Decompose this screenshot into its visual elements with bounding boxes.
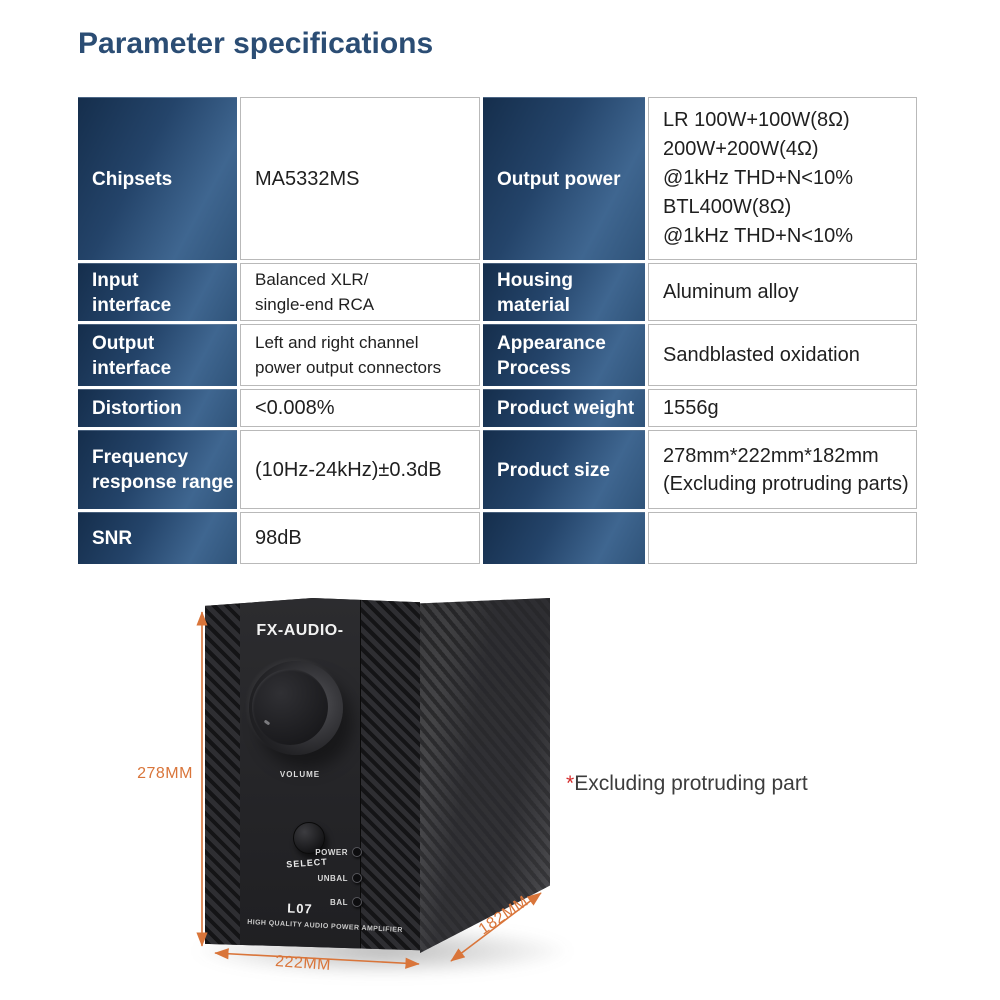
led-power-label: POWER xyxy=(315,847,348,857)
spec-label-housing-material: Housing material xyxy=(483,263,645,321)
brand-logo: FX-AUDIO- xyxy=(256,622,344,639)
amplifier-front-panel: FX-AUDIO- VOLUME SELECT POWER UNBAL xyxy=(205,598,420,951)
front-right-ridges xyxy=(360,598,420,951)
led-unbal-label: UNBAL xyxy=(317,873,348,883)
amplifier-image: FX-AUDIO- VOLUME SELECT POWER UNBAL xyxy=(205,593,550,973)
spec-label-distortion: Distortion xyxy=(78,389,237,427)
spec-value-snr: 98dB xyxy=(240,512,480,564)
spec-label-chipsets: Chipsets xyxy=(78,97,237,260)
led-unbal-dot xyxy=(352,873,362,883)
led-power: POWER xyxy=(310,847,362,857)
spec-label-product-weight: Product weight xyxy=(483,389,645,427)
exclusion-note: *Excluding protruding part xyxy=(566,772,808,796)
spec-table: Chipsets MA5332MS Output power LR 100W+1… xyxy=(78,97,917,564)
spec-value-distortion: <0.008% xyxy=(240,389,480,427)
led-bal-dot xyxy=(352,897,362,907)
led-unbal: UNBAL xyxy=(310,873,362,883)
dimension-height-label: 278MM xyxy=(137,765,193,782)
select-button xyxy=(293,822,325,854)
note-asterisk: * xyxy=(566,772,575,795)
spec-label-input-interface: Input interface xyxy=(78,263,237,321)
volume-knob-face xyxy=(252,669,328,745)
led-power-dot xyxy=(352,847,362,857)
volume-knob xyxy=(249,661,343,755)
note-text: Excluding protruding part xyxy=(574,772,808,795)
volume-label: VOLUME xyxy=(279,770,321,779)
product-figure: FX-AUDIO- VOLUME SELECT POWER UNBAL xyxy=(0,580,1000,1000)
spec-value-product-size: 278mm*222mm*182mm (Excluding protruding … xyxy=(648,430,917,509)
spec-label-empty xyxy=(483,512,645,564)
spec-label-snr: SNR xyxy=(78,512,237,564)
spec-value-output-power: LR 100W+100W(8Ω) 200W+200W(4Ω) @1kHz THD… xyxy=(648,97,917,260)
front-center-panel xyxy=(240,598,360,951)
spec-value-product-weight: 1556g xyxy=(648,389,917,427)
led-bal-label: BAL xyxy=(330,897,348,907)
spec-label-frequency-response: Frequency response range xyxy=(78,430,237,509)
led-bal: BAL xyxy=(310,897,362,907)
front-left-ridges xyxy=(205,598,240,951)
knob-indicator xyxy=(263,719,271,726)
spec-value-output-interface: Left and right channel power output conn… xyxy=(240,324,480,386)
spec-value-frequency-response: (10Hz-24kHz)±0.3dB xyxy=(240,430,480,509)
spec-label-output-interface: Output interface xyxy=(78,324,237,386)
spec-label-appearance-process: Appearance Process xyxy=(483,324,645,386)
spec-value-empty xyxy=(648,512,917,564)
spec-value-housing-material: Aluminum alloy xyxy=(648,263,917,321)
spec-value-chipsets: MA5332MS xyxy=(240,97,480,260)
spec-value-input-interface: Balanced XLR/ single-end RCA xyxy=(240,263,480,321)
spec-label-output-power: Output power xyxy=(483,97,645,260)
page-title: Parameter specifications xyxy=(78,27,434,60)
spec-value-appearance-process: Sandblasted oxidation xyxy=(648,324,917,386)
spec-label-product-size: Product size xyxy=(483,430,645,509)
